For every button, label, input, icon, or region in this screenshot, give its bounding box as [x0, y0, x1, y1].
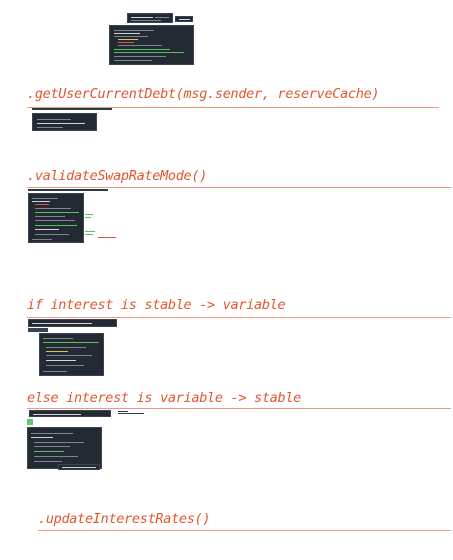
code-snippet-divider [28, 189, 108, 191]
heading-rule [38, 530, 451, 531]
annotation-marker-green [27, 419, 33, 425]
code-snippet-stable-header [28, 319, 117, 327]
annotation-marker-green [85, 234, 93, 235]
code-snippet-debt [32, 113, 97, 131]
heading-rule [27, 187, 451, 188]
annotation-marker-green [85, 217, 91, 218]
heading-rule [27, 107, 439, 108]
heading-validate-swap-rate-mode: .validateSwapRateMode() [27, 168, 208, 184]
annotation-marker-green [85, 231, 95, 232]
heading-rule [27, 317, 451, 318]
code-snippet-top-label [127, 13, 173, 23]
code-snippet-top [109, 25, 194, 65]
heading-get-user-current-debt: .getUserCurrentDebt(msg.sender, reserveC… [27, 86, 380, 102]
code-snippet-variable [27, 427, 102, 469]
annotation-marker-red [98, 237, 116, 238]
code-snippet-variable-header [29, 410, 111, 417]
code-snippet-validate [28, 193, 84, 243]
annotation-marker-green [85, 214, 93, 215]
code-snippet-stable-note [28, 328, 48, 332]
heading-rule [27, 408, 451, 409]
code-snippet-stable [39, 333, 104, 376]
code-snippet-divider [32, 108, 112, 110]
code-snippet-top-tag [175, 16, 193, 22]
heading-update-interest-rates: .updateInterestRates() [38, 511, 211, 527]
code-snippet-variable-tag [118, 410, 144, 415]
code-snippet-variable-footer [58, 464, 100, 470]
heading-variable-to-stable: else interest is variable -> stable [27, 390, 301, 406]
heading-stable-to-variable: if interest is stable -> variable [27, 297, 286, 313]
